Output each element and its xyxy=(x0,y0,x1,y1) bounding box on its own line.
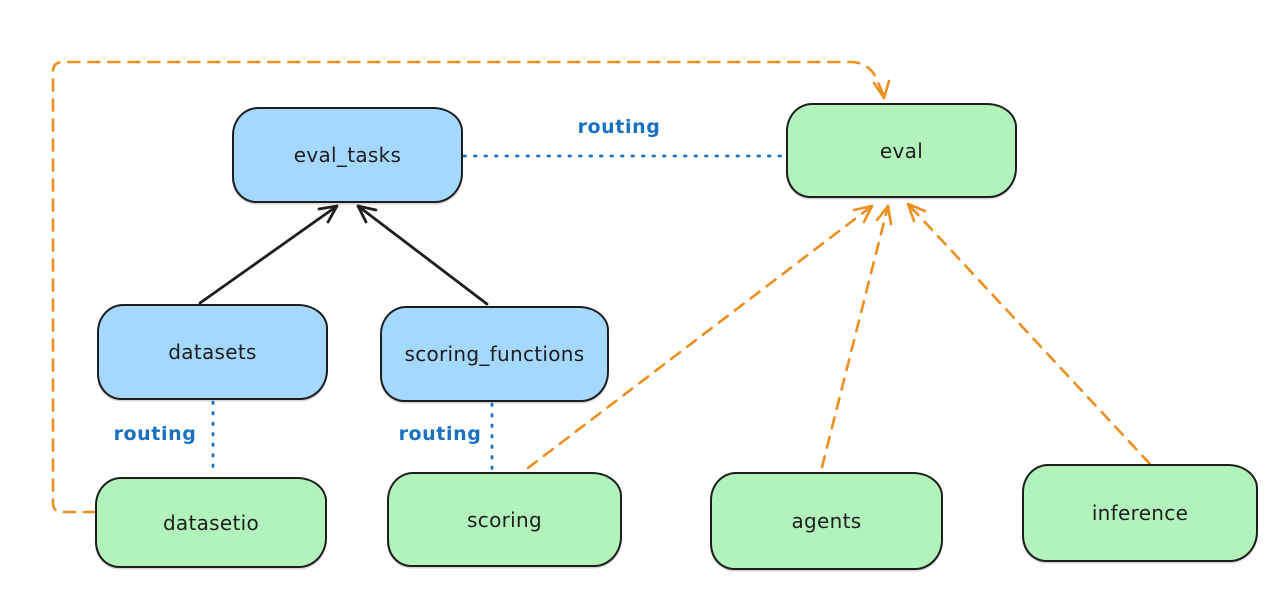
node-inference[interactable]: inference xyxy=(1022,464,1258,562)
edge-datasets-to-eval-tasks xyxy=(198,204,339,305)
node-datasets-label: datasets xyxy=(168,340,257,364)
edge-inference-to-eval xyxy=(906,202,1152,466)
node-scoring-functions-label: scoring_functions xyxy=(404,342,585,366)
node-scoring-label: scoring xyxy=(467,507,542,532)
node-scoring[interactable]: scoring xyxy=(387,472,622,567)
edge-scoring-to-eval xyxy=(526,204,874,470)
node-eval-label: eval xyxy=(879,138,924,163)
routing-label-eval-tasks-eval: routing xyxy=(577,116,661,138)
edge-agents-to-eval xyxy=(820,204,893,469)
node-eval[interactable]: eval xyxy=(786,103,1017,198)
node-datasets[interactable]: datasets xyxy=(97,304,328,400)
node-datasetio-label: datasetio xyxy=(162,510,260,535)
node-inference-label: inference xyxy=(1091,501,1189,525)
node-datasetio[interactable]: datasetio xyxy=(95,477,327,568)
node-eval-tasks-label: eval_tasks xyxy=(293,143,402,167)
routing-label-scoring-functions-scoring: routing xyxy=(398,423,482,445)
node-agents[interactable]: agents xyxy=(710,472,943,570)
node-scoring-functions[interactable]: scoring_functions xyxy=(380,306,609,402)
node-eval-tasks[interactable]: eval_tasks xyxy=(232,107,463,203)
routing-label-datasets-datasetio: routing xyxy=(113,423,197,445)
node-agents-label: agents xyxy=(791,509,862,533)
edge-datasetio-to-eval xyxy=(51,60,891,514)
edge-scoring-functions-to-eval-tasks xyxy=(356,204,489,306)
